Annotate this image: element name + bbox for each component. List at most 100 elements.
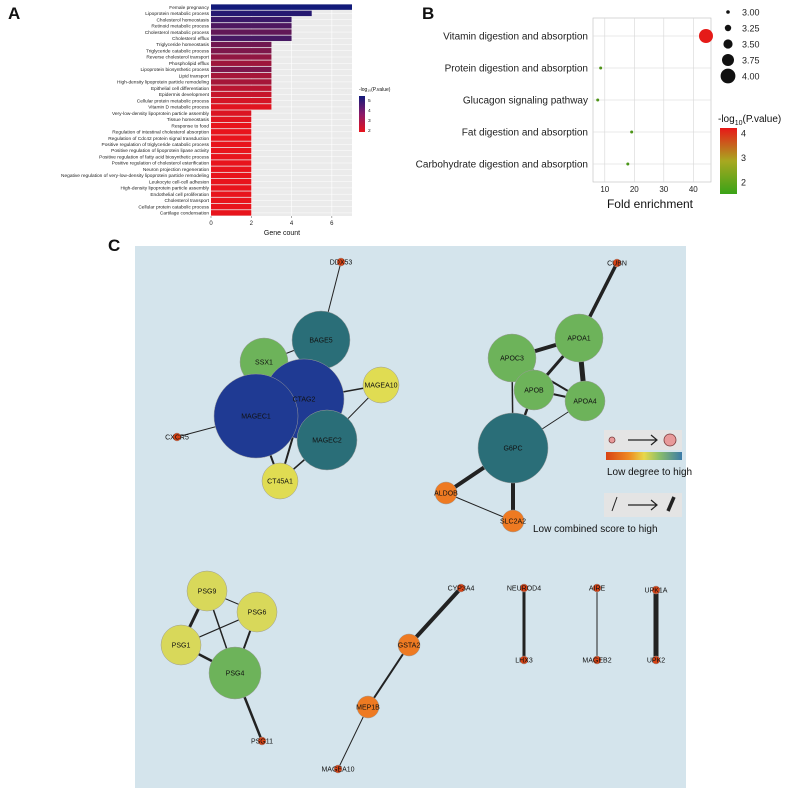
category-label: Leukocyte cell-cell adhesion [149,179,209,185]
network-node [477,412,549,484]
size-legend-dot [724,24,732,32]
x-tick-label: 40 [689,185,698,194]
size-legend-dot [726,10,730,14]
category-label: Triglyceride homeostasis [156,42,209,48]
node-label: LHX3 [515,658,533,665]
category-label: Lipoprotein biosynthetic process [140,67,209,73]
category-label: Neuron projection regeneration [143,167,209,173]
bar [211,110,252,116]
node-label: SSX1 [255,360,273,367]
size-legend-dot [722,54,734,66]
panel-c-degree-legend: Low degree to high [604,430,692,478]
arrow-icon [628,434,658,446]
category-label: Cholesterol metabolic process [145,30,210,36]
legend-tick-label: 4 [368,108,371,114]
panel-c-score-legend: Low combined score to high [533,493,682,535]
category-label: Triglyceride catabolic process [146,48,210,54]
category-label: Regulation of Cdc42 protein signal trans… [108,136,209,142]
category-label: Tissue homeostasis [167,117,210,123]
bar [211,191,252,197]
network-node [213,373,299,459]
network-edge [445,492,514,522]
network-node [434,481,458,505]
network-node [208,646,262,700]
bar [211,154,252,160]
panel-b-legend-colorbar [720,128,737,194]
bar [211,197,252,204]
degree-legend-large-node [663,433,677,447]
bar [211,141,252,148]
category-label: Lipid transport [179,73,210,79]
panel-b-x-axis-label: Fold enrichment [607,197,694,211]
category-label: Positive regulation of fatty acid biosyn… [99,154,209,160]
network-node [333,764,343,774]
data-point [626,162,630,166]
node-label: CXCR5 [165,435,189,442]
network-node [487,333,537,383]
x-tick-label: 2 [250,221,254,227]
node-label: CTAG2 [293,397,316,404]
network-node [160,624,202,666]
color-legend-tick-label: 3 [741,153,746,163]
network-node [456,583,466,593]
size-legend-label: 4.00 [742,72,760,82]
panel-label-b: B [422,4,434,23]
network-node [296,409,358,471]
category-label: Epithelial cell differentiation [151,86,209,92]
legend-tick-label: 5 [368,98,371,104]
node-label: MEP1B [356,705,380,712]
arrow-icon [628,499,658,511]
score-legend-thick-line [666,496,676,512]
category-label: Epidermis development [159,92,210,98]
degree-legend-small-node [608,436,616,444]
node-label: MAGEA10 [321,767,354,774]
panel-b-color-legend: -log10(P.value) 432 [718,114,781,194]
panel-label-c: C [108,236,120,255]
size-legend-dot [720,68,736,84]
bar [211,104,272,110]
node-label: MAGEB2 [582,658,611,665]
bar [211,41,272,48]
bar [211,23,292,29]
network-node [651,585,661,595]
network-node [592,655,602,665]
bar [211,116,252,123]
node-label: GSTA2 [398,643,421,650]
bar [211,79,272,85]
color-legend-tick-label: 2 [741,177,746,187]
category-label: Very-low-density lipoprotein particle as… [112,111,210,117]
node-label: UPK1A [645,588,668,595]
panel-c-network-background [135,246,686,788]
category-label: Regulation of intestinal cholesterol abs… [112,130,209,136]
size-legend-dot [723,39,733,49]
data-point [698,29,713,43]
panel-c-network: DDX53BAGE5SSX1MAGEA10CTAG2MAGEC1MAGEC2CX… [135,246,692,788]
category-label: Positive regulation of lipoprotein lipas… [111,148,209,154]
bar [211,72,272,79]
bar [211,203,252,210]
node-label: MAGEA10 [364,383,397,390]
bar [211,85,272,91]
node-label: CT45A1 [267,479,293,486]
category-label: Female pregnancy [169,5,209,11]
network-node [519,655,529,665]
bar [211,166,252,172]
score-legend-thin-line [611,496,618,512]
data-point [630,130,634,134]
data-point [596,98,600,102]
node-label: PSG9 [198,589,217,596]
panel-a-legend-colorbar [359,96,365,132]
degree-legend-label: Low degree to high [607,467,692,478]
category-label: Cholesterol efflux [172,36,210,42]
category-label: Cholesterol transport [164,198,209,204]
bar [211,129,252,135]
network-node [519,583,529,593]
network-node [261,462,299,500]
node-label: DDX53 [330,260,353,267]
node-label: G6PC [503,446,522,453]
node-label: SLC2A2 [500,519,526,526]
bar [211,97,272,104]
degree-legend-colorbar [606,452,682,460]
size-legend-label: 3.75 [742,56,760,66]
